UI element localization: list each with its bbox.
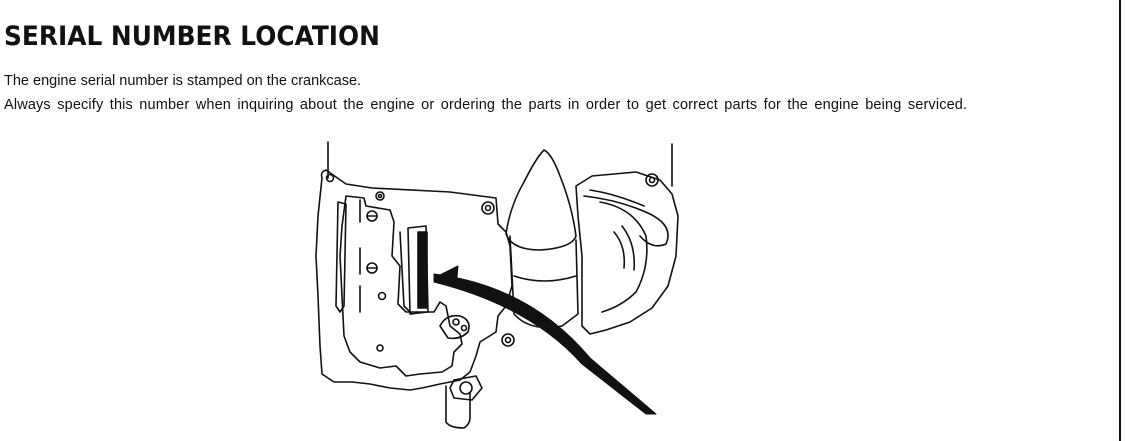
starter-cone [505, 149, 577, 251]
drain-tube [445, 385, 471, 429]
crankcase-body [315, 169, 513, 391]
bolt-icon [366, 262, 378, 274]
bolt-icon [481, 201, 495, 215]
shroud-inner-curve [599, 201, 648, 313]
bolt-icon [375, 191, 385, 201]
paragraph-serial-stamp: The engine serial number is stamped on t… [4, 73, 362, 89]
section-title: SERIAL NUMBER LOCATION [4, 21, 380, 52]
serial-pad-shadow [399, 231, 413, 315]
shroud-fins [613, 225, 636, 271]
serial-pad-outline [407, 225, 429, 315]
engine-figure [300, 136, 700, 431]
bolt-icon [377, 291, 387, 301]
flywheel-shroud [575, 171, 679, 335]
left-rib [335, 201, 347, 313]
serial-number-stamp [417, 231, 428, 309]
page-border-rule [1119, 0, 1121, 441]
arrow-icon [433, 265, 657, 415]
engine-crankcase-illustration [315, 141, 679, 429]
crankcase-panel [339, 195, 463, 377]
wire-lead-2 [589, 189, 645, 207]
starter-band [513, 275, 577, 282]
bolt-icon [376, 344, 384, 352]
wire-lead [583, 195, 669, 247]
bolt-icon [325, 173, 335, 183]
paragraph-ordering-note: Always specify this number when inquirin… [4, 97, 968, 113]
drain-bolt-icon [449, 375, 483, 401]
starter-body [509, 235, 579, 329]
bolt-icon [501, 333, 515, 347]
bolt-icon [366, 210, 378, 222]
oil-filler-boss [439, 314, 470, 340]
